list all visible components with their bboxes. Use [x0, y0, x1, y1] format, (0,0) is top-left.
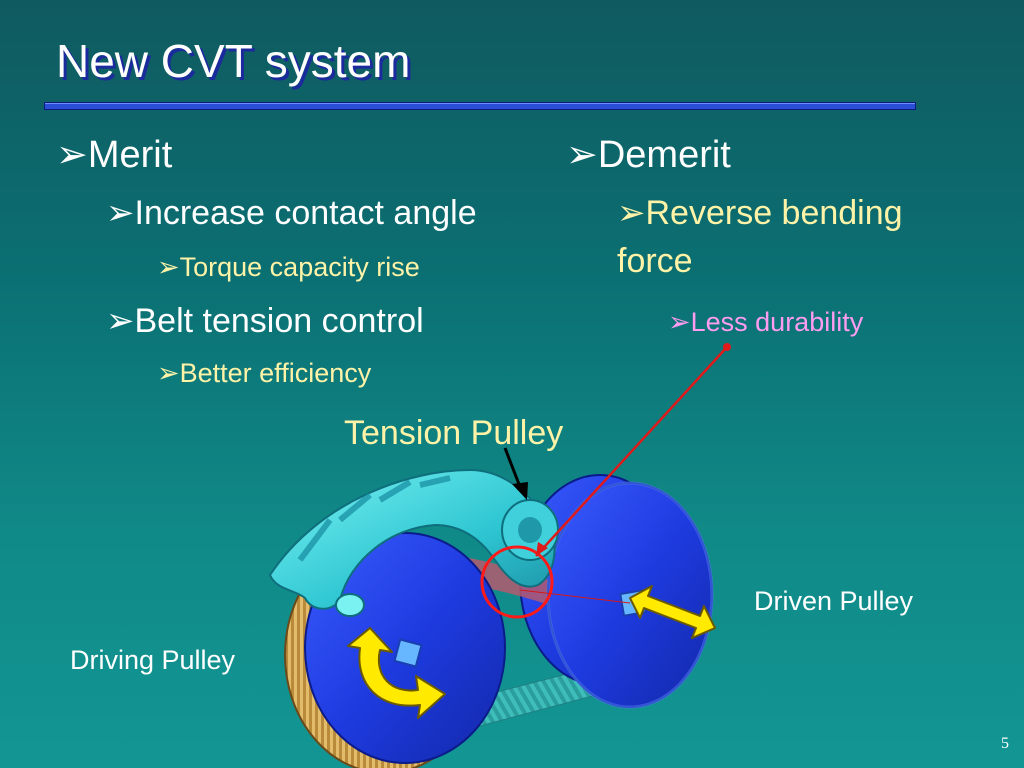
merit-heading-text: Merit — [87, 134, 173, 176]
merit-subitem-efficiency: ➢Better efficiency — [157, 360, 371, 387]
page-number: 5 — [1001, 735, 1009, 752]
tension-pointer-arrowhead — [512, 482, 528, 500]
demerit-heading-text: Demerit — [597, 134, 731, 176]
merit-subitem-label: Better efficiency — [179, 358, 372, 388]
tension-arm-knob — [335, 593, 365, 617]
merit-item-label: Increase contact angle — [134, 194, 477, 232]
bullet-arrow-icon: ➢ — [56, 134, 88, 176]
demerit-item-label-line1: Reverse bending — [645, 194, 903, 232]
bullet-arrow-icon: ➢ — [106, 302, 135, 340]
rotation-arrow-icon — [347, 627, 446, 719]
bullet-arrow-icon: ➢ — [566, 134, 598, 176]
demerit-subitem-label: Less durability — [690, 307, 864, 337]
tension-arm — [268, 468, 556, 610]
demerit-heading: ➢Demerit — [566, 136, 731, 174]
merit-item-belt-tension: ➢Belt tension control — [106, 304, 424, 338]
title-underline — [44, 102, 916, 110]
durability-pointer-line — [535, 346, 728, 557]
driving-pulley-hub-icon — [393, 638, 423, 668]
merit-item-label: Belt tension control — [134, 302, 424, 340]
bullet-arrow-icon: ➢ — [106, 194, 135, 232]
merit-subitem-torque: ➢Torque capacity rise — [157, 254, 420, 281]
tension-arm-ribs — [297, 475, 451, 562]
contact-guide-line — [519, 589, 631, 604]
merit-item-contact-angle: ➢Increase contact angle — [106, 196, 477, 230]
bullet-arrow-icon: ➢ — [668, 307, 691, 337]
demerit-item-label-line2: force — [617, 242, 693, 280]
demerit-subitem-durability: ➢Less durability — [668, 309, 863, 336]
durability-pointer-dot — [723, 343, 731, 351]
driving-pulley-label: Driving Pulley — [70, 645, 236, 675]
bullet-arrow-icon: ➢ — [157, 358, 180, 388]
axial-double-arrow-icon — [629, 585, 716, 639]
durability-pointer-arrowhead — [536, 542, 548, 556]
merit-heading: ➢Merit — [56, 136, 172, 174]
tension-pulley-label: Tension Pulley — [344, 414, 564, 452]
driven-pulley-label: Driven Pulley — [754, 586, 914, 616]
demerit-item-reverse-bending: ➢Reverse bending — [617, 196, 903, 230]
tension-pulley-bore — [518, 517, 542, 543]
slide-title: New CVT system — [56, 35, 411, 87]
bullet-arrow-icon: ➢ — [617, 194, 646, 232]
contact-highlight-circle — [480, 545, 554, 619]
merit-subitem-label: Torque capacity rise — [179, 252, 420, 282]
bullet-arrow-icon: ➢ — [157, 252, 180, 282]
